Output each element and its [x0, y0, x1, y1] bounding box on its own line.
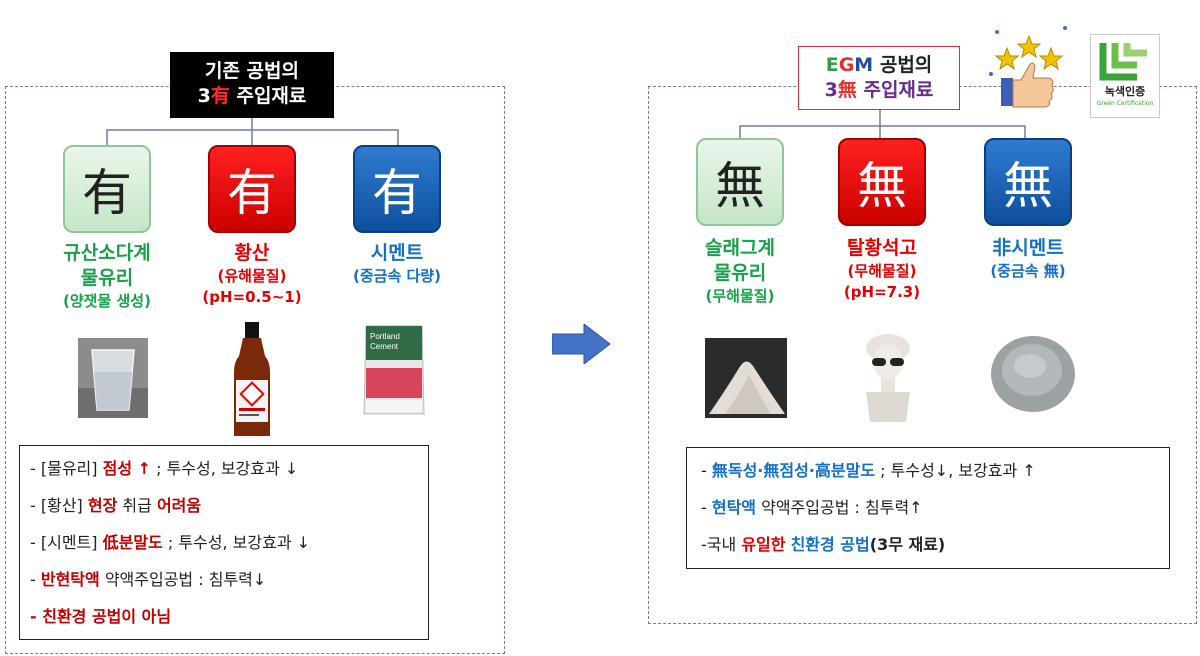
cement-bag-image: Portland Cement	[363, 325, 425, 415]
left-tile-cement: 有	[353, 145, 441, 233]
left-note-row: - 반현탁액 약액주입공법 : 침투력↓	[30, 570, 267, 589]
right-title-line2: 3無 주입재료	[824, 79, 934, 101]
green-certification-label: 녹색인증	[1104, 85, 1146, 98]
noncement-powder-image	[991, 336, 1075, 412]
right-notes-box: - 無독성·無점성·高분말도 ; 투수성↓, 보강효과 ↑ - 현탁액 약액주입…	[686, 447, 1170, 569]
right-title: EGM 공법의 3無 주입재료	[798, 46, 960, 110]
right-tile-gypsum: 無	[838, 138, 926, 226]
slag-powder-image	[705, 338, 787, 418]
left-label-cement: 시멘트 (중금속 다량)	[353, 242, 441, 285]
svg-text:Portland: Portland	[370, 332, 400, 341]
left-notes-box: - [물유리] 점성 ↑ ; 투수성, 보강효과 ↓ - [황산] 현장 취급 …	[19, 445, 429, 640]
left-note-row: - [시멘트] 低분말도 ; 투수성, 보강효과 ↓	[30, 533, 311, 552]
sulfuric-acid-bottle-image	[234, 322, 270, 436]
right-title-line1: EGM 공법의	[825, 54, 933, 76]
right-tile-noncement: 無	[984, 138, 1072, 226]
left-note-row: - [물유리] 점성 ↑ ; 투수성, 보강효과 ↓	[30, 459, 299, 478]
right-note-row: - 無독성·無점성·高분말도 ; 투수성↓, 보강효과 ↑	[701, 461, 1036, 480]
left-label-silicate: 규산소다계 물유리 (양잿물 생성)	[63, 242, 151, 310]
left-tile-silicate: 有	[63, 145, 151, 233]
left-title-line2: 3有 주입재료	[197, 85, 307, 107]
thumbs-up-stars-icon	[989, 26, 1067, 108]
right-note-row: - 현탁액 약액주입공법 : 침투력↑	[701, 498, 923, 517]
svg-text:Cement: Cement	[370, 342, 399, 351]
green-certification-badge: 녹색인증 Green Certification	[1090, 34, 1160, 118]
gypsum-statue-image	[866, 334, 910, 422]
right-label-gypsum: 탈황석고 (무해물질) (pH=7.3)	[843, 237, 921, 301]
water-glass-image	[78, 338, 148, 418]
right-arrow-icon	[552, 324, 611, 364]
left-note-row: - [황산] 현장 취급 어려움	[30, 496, 202, 515]
left-note-row: - 친환경 공법이 아님	[30, 607, 172, 626]
left-connector	[106, 118, 399, 145]
right-label-noncement: 非시멘트 (중금속 無)	[990, 237, 1066, 280]
right-note-row: -국내 유일한 친환경 공법(3무 재료)	[701, 535, 946, 554]
green-certification-logo-icon	[1099, 43, 1147, 81]
right-tile-slag: 無	[696, 138, 784, 226]
right-label-slag: 슬래그계 물유리 (무해물질)	[705, 237, 775, 305]
left-tile-sulfuric: 有	[208, 145, 296, 233]
left-title: 기존 공법의 3有 주입재료	[170, 52, 334, 118]
left-label-sulfuric: 황산 (유해물질) (pH=0.5~1)	[202, 242, 302, 306]
green-certification-sublabel: Green Certification	[1096, 100, 1154, 107]
left-title-line1: 기존 공법의	[204, 60, 299, 82]
right-connector	[739, 110, 1026, 138]
